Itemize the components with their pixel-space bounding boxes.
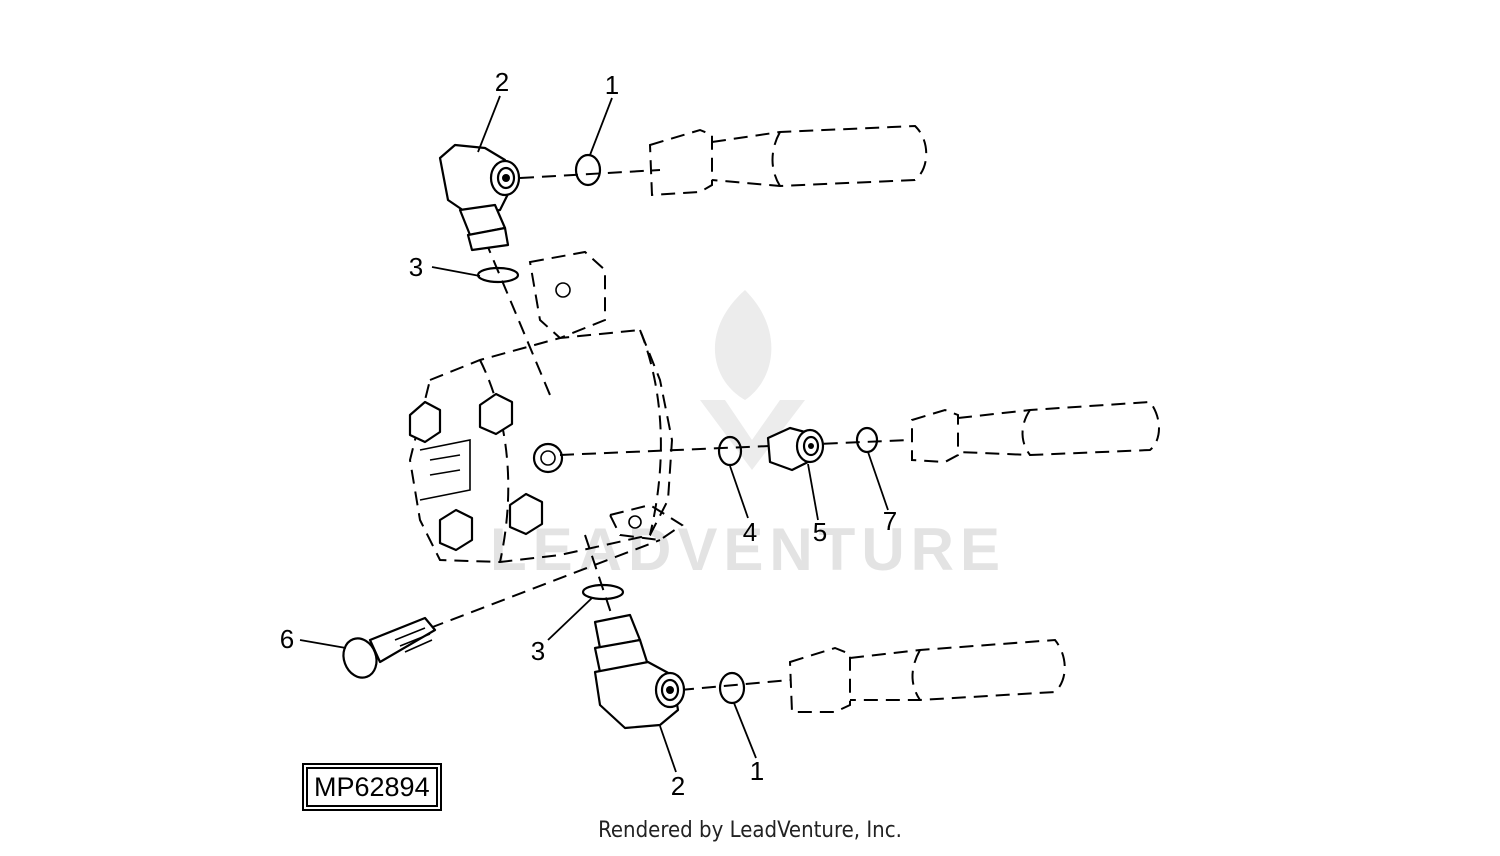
render-credit: Rendered by LeadVenture, Inc. — [598, 818, 902, 843]
callout-5: 5 — [813, 517, 827, 547]
o-ring-7 — [855, 426, 879, 454]
elbow-fitting-lower — [593, 613, 686, 730]
diagram-id-label: MP62894 — [306, 767, 438, 807]
straight-fitting-5 — [766, 426, 825, 472]
callout-6: 6 — [280, 624, 294, 654]
cap-screw-6 — [342, 616, 437, 679]
callout-3-lower: 3 — [531, 636, 545, 666]
upper-hose — [648, 124, 928, 197]
callout-1-lower: 1 — [750, 756, 764, 786]
leader-lines — [299, 95, 889, 773]
elbow-fitting-upper — [438, 143, 521, 252]
callout-labels: 2 1 3 4 5 7 6 3 2 1 — [280, 67, 897, 801]
o-ring-upper — [574, 153, 602, 187]
o-ring-lower — [718, 671, 746, 705]
callout-4: 4 — [743, 517, 757, 547]
o-ring-4 — [717, 435, 743, 467]
lower-hose — [788, 638, 1066, 713]
pump-bolt-heads — [408, 392, 544, 552]
middle-hose — [911, 400, 1160, 464]
callout-1-upper: 1 — [605, 70, 619, 100]
callout-2-lower: 2 — [671, 771, 685, 801]
callout-3-upper: 3 — [409, 252, 423, 282]
o-ring-3-lower — [581, 583, 625, 601]
callout-2-upper: 2 — [495, 67, 509, 97]
assembly-center-lines — [429, 169, 911, 691]
hydraulic-pump-body — [408, 250, 684, 564]
callout-7: 7 — [883, 506, 897, 536]
